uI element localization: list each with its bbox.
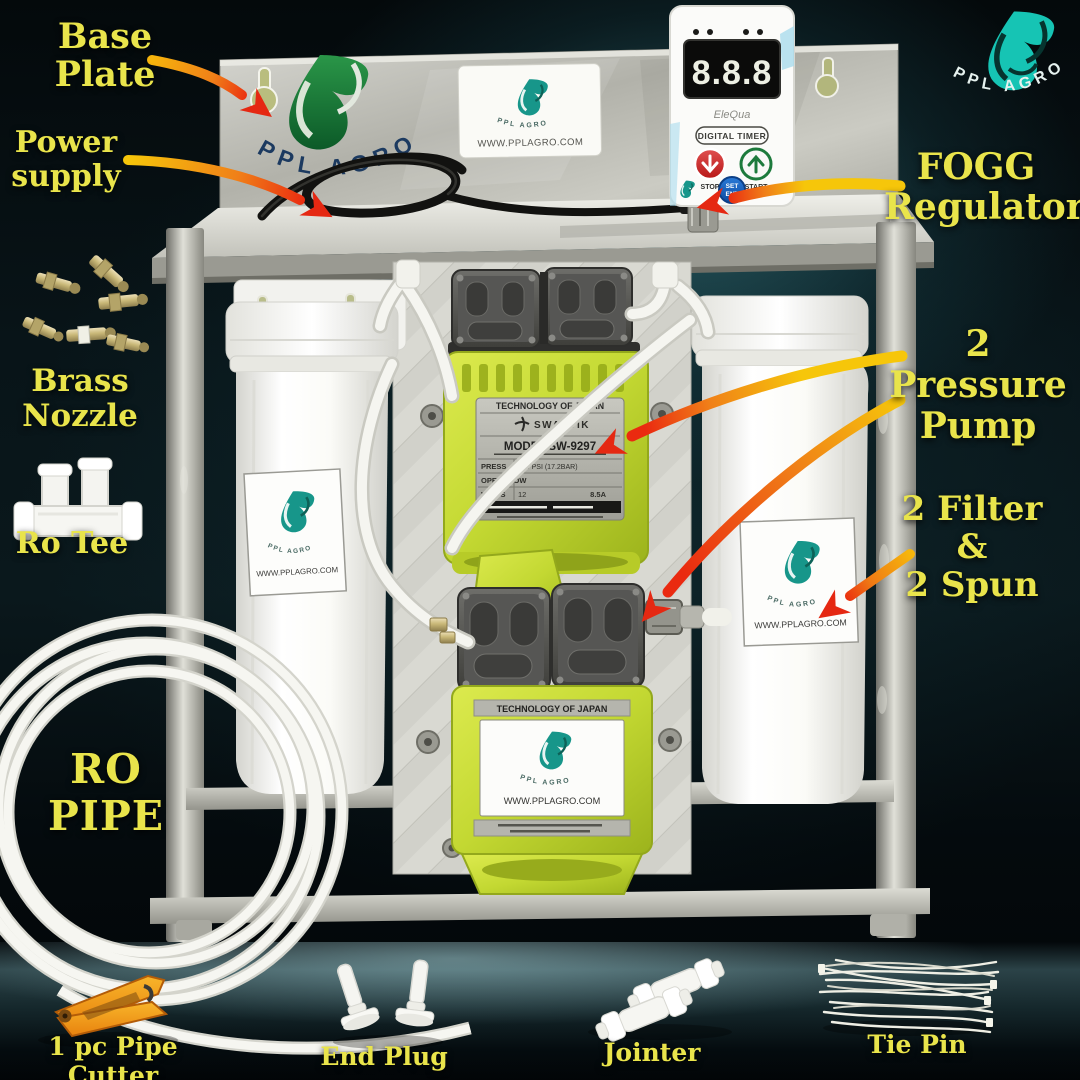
pump-head — [451, 269, 541, 349]
fogg-regulator-timer: 8.8.8 EleQua DIGITAL TIMER STOP START SE… — [669, 5, 795, 233]
callout-brass-nozzle: Brass Nozzle — [22, 363, 138, 435]
brass-nozzles — [22, 255, 150, 353]
svg-text:8.5A: 8.5A — [590, 490, 606, 499]
arrow-up-icon — [747, 154, 765, 174]
callout-power-supply: Power supply — [11, 125, 121, 195]
svg-text:TECHNOLOGY OF JAPAN: TECHNOLOGY OF JAPAN — [497, 704, 608, 714]
plate-sticker: PPL AGRO WWW.PPLAGRO.COM — [457, 63, 602, 159]
svg-text:TECHNOLOGY OF JAPAN: TECHNOLOGY OF JAPAN — [496, 401, 604, 411]
pump-lower-sticker: PPL AGRO WWW.PPLAGRO.COM — [479, 719, 625, 817]
svg-text:12: 12 — [518, 490, 526, 499]
timer-display — [683, 39, 781, 99]
callout-end-plug: End Plug — [320, 1042, 448, 1071]
indicator-leds — [693, 29, 763, 35]
filter-left: PPL AGRO WWW.PPLAGRO.COM — [225, 279, 407, 794]
timer-mode-label: DIGITAL TIMER — [698, 131, 767, 141]
stop-button[interactable] — [693, 147, 727, 181]
callout-ro-tee: Ro Tee — [15, 526, 129, 561]
callout-ro-pipe: RO PIPE — [47, 745, 165, 840]
start-button[interactable] — [739, 147, 773, 181]
timer-display-digits: 8.8.8 — [692, 54, 773, 92]
shelf — [152, 194, 934, 284]
filter-right-sticker: PPL AGRO WWW.PPLAGRO.COM — [739, 517, 860, 647]
pump-head — [457, 587, 551, 693]
pump-upper-arrow — [626, 350, 908, 442]
pressure-pump-upper: TECHNOLOGY OF JAPAN SWASTIK MODEL SW-929… — [443, 267, 649, 574]
pump-lower-website: WWW.PPLAGRO.COM — [504, 796, 600, 806]
ro-tubing — [354, 259, 716, 650]
timer-brand: EleQua — [714, 109, 751, 121]
pump-head — [543, 267, 633, 347]
tie-pins — [818, 958, 1000, 1034]
callout-base-plate: Base Plate — [54, 16, 156, 95]
pump-head — [551, 583, 645, 689]
filter-left-website: WWW.PPLAGRO.COM — [256, 565, 338, 578]
svg-text:SET: SET — [726, 183, 739, 190]
plate-keyhole-right — [815, 57, 839, 98]
fogg-regulator-arrow — [728, 178, 906, 204]
filter-right-website: WWW.PPLAGRO.COM — [754, 617, 847, 630]
filter-arrow — [845, 549, 915, 601]
filter-right: PPL AGRO WWW.PPLAGRO.COM — [691, 295, 869, 804]
frame — [150, 222, 930, 942]
callout-filter-spun: 2 Filter & 2 Spun — [901, 489, 1043, 606]
callout-fogg-regulator: FOGG Regulator — [884, 146, 1080, 228]
callout-arrows — [123, 55, 915, 631]
stop-label: STOP — [701, 184, 720, 191]
plate-sticker-website: WWW.PPLAGRO.COM — [477, 137, 583, 150]
jointers — [595, 958, 725, 1042]
svg-text:250 PSI (17.2BAR): 250 PSI (17.2BAR) — [518, 464, 578, 471]
callout-jointer: Jointer — [603, 1038, 701, 1067]
pinwheel-icon — [514, 416, 530, 432]
pump-lower-arrow — [662, 394, 906, 598]
callout-pressure-pump: 2 Pressure Pump — [889, 323, 1067, 448]
end-plugs — [336, 959, 435, 1031]
ro-tee-fitting — [13, 457, 143, 541]
pressure-pump-lower: TECHNOLOGY OF JAPAN PPL AGRO WWW.PPLAGRO… — [451, 548, 732, 895]
base-plate-arrow — [147, 55, 247, 100]
arrow-down-icon — [701, 154, 719, 174]
power-supply-arrow — [123, 155, 305, 205]
pipe-cutter — [53, 974, 169, 1038]
callout-tie-pin: Tie Pin — [867, 1030, 967, 1059]
callout-pipe-cutter: 1 pc Pipe Cutter — [48, 1032, 178, 1080]
pump-spec-label: TECHNOLOGY OF JAPAN SWASTIK MODEL SW-929… — [475, 397, 625, 521]
svg-text:PRESS: PRESS — [481, 462, 506, 471]
filter-left-sticker: PPL AGRO WWW.PPLAGRO.COM — [243, 468, 348, 597]
ppl-agro-logo: PPL AGRO — [950, 11, 1064, 95]
